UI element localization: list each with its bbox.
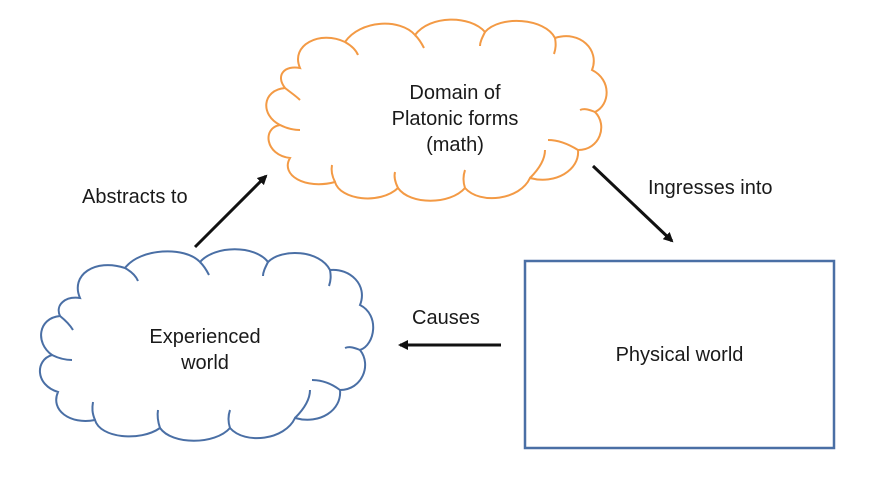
physical-world-label: Physical world <box>525 342 834 368</box>
platonic-line-3: (math) <box>426 134 484 156</box>
experienced-line-2: world <box>181 352 229 374</box>
abstracts-to-label: Abstracts to <box>82 186 188 208</box>
platonic-line-1: Domain of <box>409 82 501 104</box>
causes-label: Causes <box>412 307 480 329</box>
physical-line-1: Physical world <box>615 344 744 366</box>
abstracts-to-arrow <box>193 174 268 249</box>
experienced-world-label: Experienced world <box>105 324 305 376</box>
physical-world-box <box>523 259 836 450</box>
platonic-forms-cloud <box>265 18 608 202</box>
experienced-line-1: Experienced <box>149 326 261 348</box>
ingresses-into-arrow <box>591 164 674 243</box>
ingresses-into-label: Ingresses into <box>648 177 773 199</box>
platonic-line-2: Platonic forms <box>391 108 519 130</box>
experienced-world-cloud <box>38 248 375 442</box>
platonic-forms-label: Domain of Platonic forms (math) <box>330 80 580 158</box>
